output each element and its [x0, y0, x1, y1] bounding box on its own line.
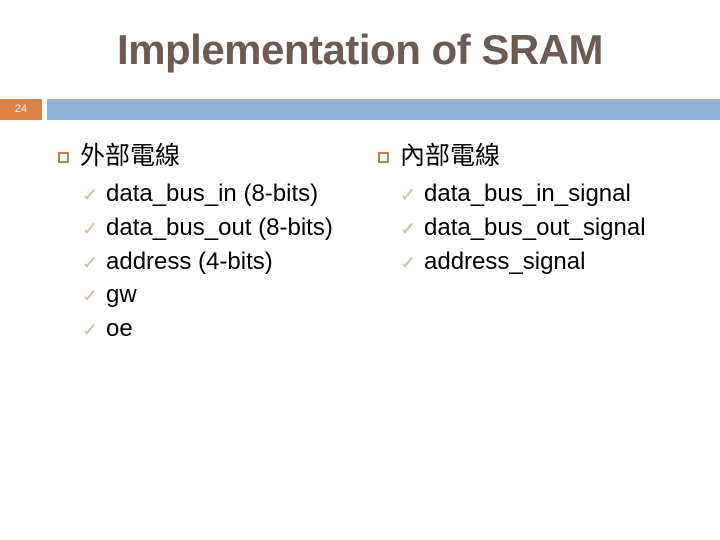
list-item-label: data_bus_out (8-bits) — [106, 213, 333, 241]
list-item-label: address (4-bits) — [106, 247, 273, 275]
list-item: data_bus_out (8-bits) — [58, 212, 398, 244]
list-item-label: gw — [106, 281, 137, 309]
header-band: 24 — [0, 99, 720, 120]
check-bullet-icon — [402, 224, 417, 239]
list-item-label: oe — [106, 315, 133, 343]
list-item: address_signal — [378, 246, 708, 278]
page-title: Implementation of SRAM — [116, 26, 604, 73]
list-item: gw — [58, 279, 398, 311]
list-item: data_bus_out_signal — [378, 212, 708, 244]
check-bullet-icon — [84, 190, 99, 205]
column-internal-wires: 內部電線 data_bus_in_signal data_bus_out_sig… — [378, 140, 708, 279]
list-item: data_bus_in (8-bits) — [58, 178, 398, 210]
list-item-label: data_bus_out_signal — [424, 213, 646, 241]
slide-body: 外部電線 data_bus_in (8-bits) data_bus_out (… — [0, 140, 720, 440]
list-item-label: address_signal — [424, 247, 586, 275]
list-item-label: data_bus_in (8-bits) — [106, 179, 319, 207]
list-item: oe — [58, 313, 398, 345]
list-item: data_bus_in_signal — [378, 178, 708, 210]
column-heading-label: 外部電線 — [80, 142, 181, 170]
column-heading-label: 內部電線 — [400, 142, 501, 170]
column-external-wires: 外部電線 data_bus_in (8-bits) data_bus_out (… — [58, 140, 398, 347]
check-bullet-icon — [84, 291, 99, 306]
column-heading-row: 外部電線 — [58, 140, 398, 174]
check-bullet-icon — [84, 258, 99, 273]
check-bullet-icon — [84, 224, 99, 239]
column-heading-row: 內部電線 — [378, 140, 708, 174]
internal-wire-list: data_bus_in_signal data_bus_out_signal a… — [378, 178, 708, 278]
hollow-square-bullet-icon — [378, 152, 389, 163]
list-item: address (4-bits) — [58, 246, 398, 278]
check-bullet-icon — [402, 258, 417, 273]
external-wire-list: data_bus_in (8-bits) data_bus_out (8-bit… — [58, 178, 398, 346]
check-bullet-icon — [402, 190, 417, 205]
list-item-label: data_bus_in_signal — [424, 179, 631, 207]
check-bullet-icon — [84, 325, 99, 340]
header-divider-rule — [47, 99, 720, 120]
hollow-square-bullet-icon — [58, 152, 69, 163]
slide-number-badge: 24 — [0, 99, 42, 120]
